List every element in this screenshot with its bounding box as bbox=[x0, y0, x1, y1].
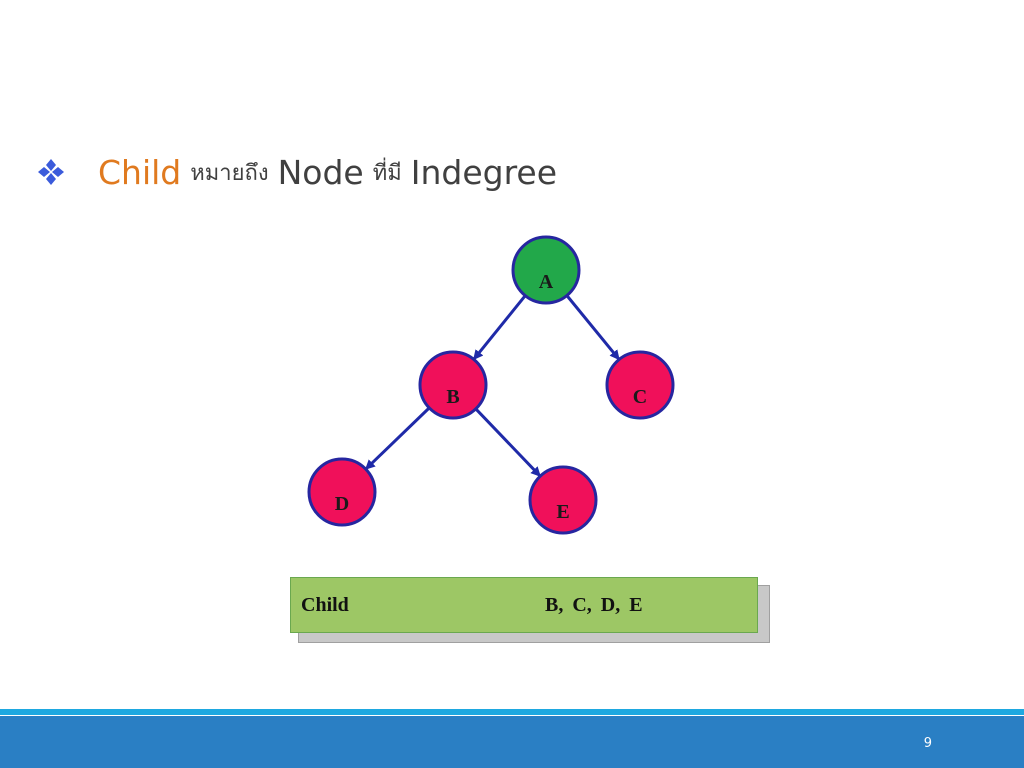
node-label: D bbox=[335, 493, 349, 515]
node-circle bbox=[605, 350, 675, 420]
result-box: Child B, C, D, E bbox=[290, 577, 758, 633]
tree-node-c: C bbox=[605, 350, 675, 420]
result-value: B, C, D, E bbox=[545, 594, 643, 616]
title-node: Node bbox=[277, 152, 364, 192]
tree-node-d: D bbox=[307, 457, 377, 527]
edge-a-c bbox=[564, 293, 620, 361]
result-label: Child bbox=[301, 594, 349, 616]
node-circle bbox=[418, 350, 488, 420]
diamond-cluster-icon bbox=[38, 159, 64, 185]
node-label: A bbox=[539, 271, 554, 293]
node-label: E bbox=[556, 501, 569, 523]
footer-accent-line bbox=[0, 709, 1024, 715]
page-number: 9 bbox=[923, 736, 932, 751]
nodes-layer: A B C D E bbox=[307, 235, 675, 535]
title-indegree: Indegree bbox=[410, 152, 558, 192]
node-circle bbox=[528, 465, 598, 535]
edges-layer bbox=[365, 293, 620, 477]
tree-node-e: E bbox=[528, 465, 598, 535]
title-child: Child bbox=[98, 152, 182, 192]
edge-b-e bbox=[473, 406, 541, 477]
node-label: B bbox=[446, 386, 459, 408]
tree-diagram: A B C D E bbox=[307, 235, 675, 535]
node-circle bbox=[307, 457, 377, 527]
title-thai-meaning: หมายถึง bbox=[190, 160, 269, 186]
tree-node-b: B bbox=[418, 350, 488, 420]
footer-bar: 9 bbox=[0, 716, 1024, 768]
tree-node-a: A bbox=[511, 235, 581, 305]
title-thai-having: ที่มี bbox=[372, 160, 402, 186]
edge-a-b bbox=[473, 293, 528, 361]
node-circle bbox=[511, 235, 581, 305]
edge-b-d bbox=[365, 405, 432, 470]
bullet-line: Child หมายถึง Node ที่มี Indegree bbox=[36, 146, 557, 198]
node-label: C bbox=[633, 386, 647, 408]
